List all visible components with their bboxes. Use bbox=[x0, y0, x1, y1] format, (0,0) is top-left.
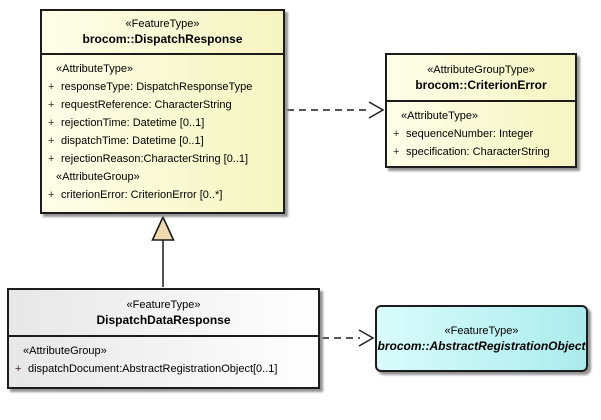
attribute-text: dispatchTime: Datetime [0..1] bbox=[61, 135, 204, 147]
attribute-text: rejectionReason:CharacterString [0..1] bbox=[61, 153, 249, 165]
attribute-text: sequenceNumber: Integer bbox=[406, 128, 534, 140]
dependency-arrow-abstract-registration-object[interactable] bbox=[322, 329, 375, 347]
stereotype-label: «AttributeGroupType» bbox=[427, 63, 535, 76]
class-name: DispatchDataResponse bbox=[96, 312, 231, 327]
class-header: «FeatureType» DispatchDataResponse bbox=[9, 290, 318, 337]
generalization-arrow[interactable] bbox=[151, 215, 175, 287]
attribute-text: rejectionTime: Datetime [0..1] bbox=[61, 117, 205, 129]
class-box-dispatch-response[interactable]: «FeatureType» brocom::DispatchResponse «… bbox=[40, 9, 285, 214]
section-heading: «AttributeGroup» bbox=[23, 345, 107, 357]
stereotype-label: «FeatureType» bbox=[126, 298, 201, 311]
attribute-row: + rejectionReason:CharacterString [0..1] bbox=[42, 150, 283, 168]
attribute-text: criterionError: CriterionError [0..*] bbox=[61, 189, 223, 201]
attribute-row: + requestReference: CharacterString bbox=[42, 96, 283, 114]
class-box-abstract-registration-object[interactable]: «FeatureType» brocom::AbstractRegistrati… bbox=[375, 305, 588, 372]
attribute-row: + criterionError: CriterionError [0..*] bbox=[42, 186, 283, 204]
class-header: «FeatureType» brocom::DispatchResponse bbox=[42, 11, 283, 55]
visibility-symbol: + bbox=[48, 189, 55, 201]
attribute-row: + rejectionTime: Datetime [0..1] bbox=[42, 114, 283, 132]
class-name: brocom::CriterionError bbox=[415, 77, 547, 92]
visibility-symbol: + bbox=[48, 99, 55, 111]
visibility-symbol: + bbox=[393, 128, 400, 140]
attributes-compartment: «AttributeType» + responseType: Dispatch… bbox=[42, 55, 283, 204]
section-heading: «AttributeType» bbox=[401, 110, 479, 122]
visibility-symbol: + bbox=[48, 117, 55, 129]
stereotype-label: «FeatureType» bbox=[125, 18, 200, 30]
visibility-symbol: + bbox=[48, 81, 55, 93]
section-heading: «AttributeType» bbox=[56, 63, 134, 75]
attribute-row: + sequenceNumber: Integer bbox=[387, 125, 575, 143]
stereotype-label: «FeatureType» bbox=[444, 324, 519, 337]
dependency-arrow-criterion-error[interactable] bbox=[287, 101, 385, 119]
attribute-row: + responseType: DispatchResponseType bbox=[42, 78, 283, 96]
section-heading: «AttributeGroup» bbox=[56, 171, 140, 183]
class-name: brocom::DispatchResponse bbox=[82, 32, 243, 46]
attribute-text: specification: CharacterString bbox=[406, 146, 550, 158]
attribute-text: responseType: DispatchResponseType bbox=[61, 81, 253, 93]
attribute-row: + specification: CharacterString bbox=[387, 143, 575, 161]
attribute-row: + dispatchTime: Datetime [0..1] bbox=[42, 132, 283, 150]
class-header: «AttributeGroupType» brocom::CriterionEr… bbox=[387, 55, 575, 102]
visibility-symbol: + bbox=[393, 146, 400, 158]
visibility-symbol: + bbox=[48, 135, 55, 147]
class-name: brocom::AbstractRegistrationObject bbox=[377, 338, 586, 353]
visibility-symbol: + bbox=[48, 153, 55, 165]
attributes-compartment: «AttributeGroup» + dispatchDocument:Abst… bbox=[9, 337, 318, 378]
attribute-text: requestReference: CharacterString bbox=[61, 99, 232, 111]
class-header: «FeatureType» brocom::AbstractRegistrati… bbox=[377, 307, 586, 370]
class-box-criterion-error[interactable]: «AttributeGroupType» brocom::CriterionEr… bbox=[385, 53, 577, 168]
attributes-compartment: «AttributeType» + sequenceNumber: Intege… bbox=[387, 102, 575, 161]
attribute-text: dispatchDocument:AbstractRegistrationObj… bbox=[28, 363, 278, 375]
attribute-row: + dispatchDocument:AbstractRegistrationO… bbox=[9, 360, 318, 378]
class-box-dispatch-data-response[interactable]: «FeatureType» DispatchDataResponse «Attr… bbox=[7, 288, 320, 389]
visibility-symbol: + bbox=[15, 363, 22, 375]
